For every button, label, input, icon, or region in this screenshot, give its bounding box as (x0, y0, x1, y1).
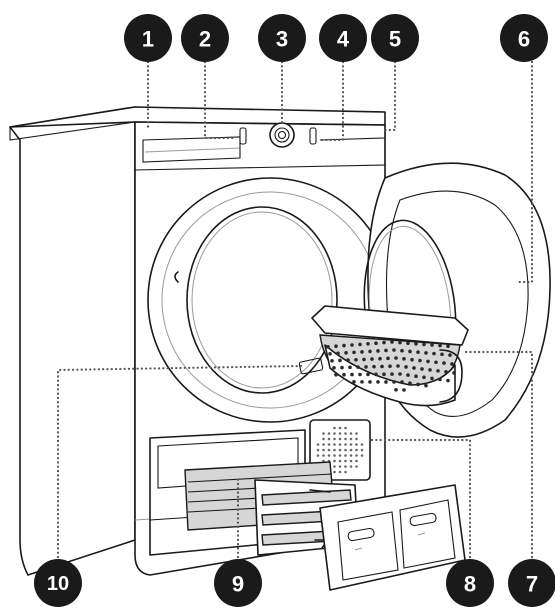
callout-8-label: 8 (464, 572, 476, 597)
callout-7: 7 (508, 559, 555, 607)
callout-2: 2 (181, 14, 229, 62)
callout-4-label: 4 (337, 27, 350, 52)
callout-10: 10 (34, 559, 82, 607)
callout-7-label: 7 (526, 572, 538, 597)
callout-5-label: 5 (389, 27, 401, 52)
callout-1-label: 1 (142, 27, 154, 52)
callout-10-label: 10 (47, 573, 69, 595)
callout-1: 1 (124, 14, 172, 62)
callout-4: 4 (319, 14, 367, 62)
callout-5: 5 (371, 14, 419, 62)
callout-2-label: 2 (199, 27, 211, 52)
callout-6: 6 (500, 14, 548, 62)
leader-5 (385, 62, 395, 130)
callout-3-label: 3 (276, 27, 288, 52)
callout-6-label: 6 (518, 27, 530, 52)
callout-9: 9 (214, 559, 262, 607)
program-knob (270, 123, 294, 147)
callout-3: 3 (258, 14, 306, 62)
callout-8: 8 (446, 559, 494, 607)
callout-9-label: 9 (232, 572, 244, 597)
